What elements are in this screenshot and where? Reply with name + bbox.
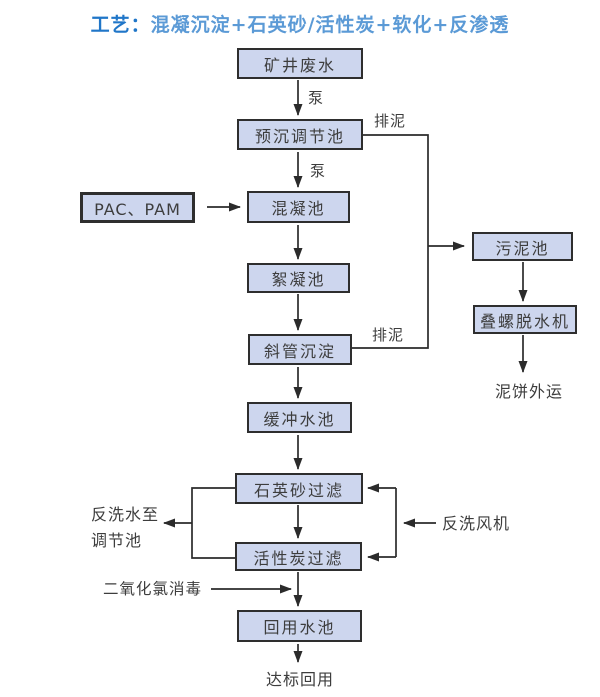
node-inclined-tube-sedimentation: 斜管沉淀: [248, 334, 352, 365]
node-reuse-tank: 回用水池: [237, 610, 362, 642]
node-flocculation-tank: 絮凝池: [247, 263, 350, 293]
node-pre-sedimentation-tank: 预沉调节池: [237, 119, 363, 150]
title-main: 混凝沉淀+石英砂/活性炭+软化+反渗透: [150, 14, 510, 36]
node-activated-carbon-filter: 活性炭过滤: [235, 542, 362, 571]
node-sludge-tank: 污泥池: [472, 232, 573, 261]
line-sludge-bracket: [352, 134, 429, 349]
title-prefix: 工艺：: [90, 14, 151, 36]
label-chlorine-dioxide-disinfection: 二氧化氯消毒: [103, 580, 203, 598]
node-buffer-tank: 缓冲水池: [247, 402, 352, 433]
node-coagulation-tank: 混凝池: [247, 191, 350, 223]
node-pac-pam: PAC、PAM: [80, 192, 195, 223]
node-mine-wastewater: 矿井废水: [237, 48, 363, 79]
label-pump-2: 泵: [310, 162, 327, 180]
node-screw-dewatering-machine: 叠螺脱水机: [473, 305, 577, 334]
label-sludge-discharge-top: 排泥: [374, 112, 407, 130]
node-quartz-sand-filter: 石英砂过滤: [235, 473, 363, 504]
label-backwash-to-line1: 反洗水至: [91, 505, 160, 524]
label-sludge-cake-out: 泥饼外运: [495, 382, 564, 401]
label-reuse-up-to-standard: 达标回用: [266, 670, 335, 689]
line-backwash-bracket: [191, 487, 235, 559]
label-pump-1: 泵: [308, 89, 325, 107]
label-sludge-discharge-bottom: 排泥: [372, 326, 405, 344]
page-title: 工艺：混凝沉淀+石英砂/活性炭+软化+反渗透: [0, 10, 600, 37]
label-backwash-to-line2: 调节池: [91, 531, 143, 550]
label-backwash-fan: 反洗风机: [442, 514, 511, 533]
